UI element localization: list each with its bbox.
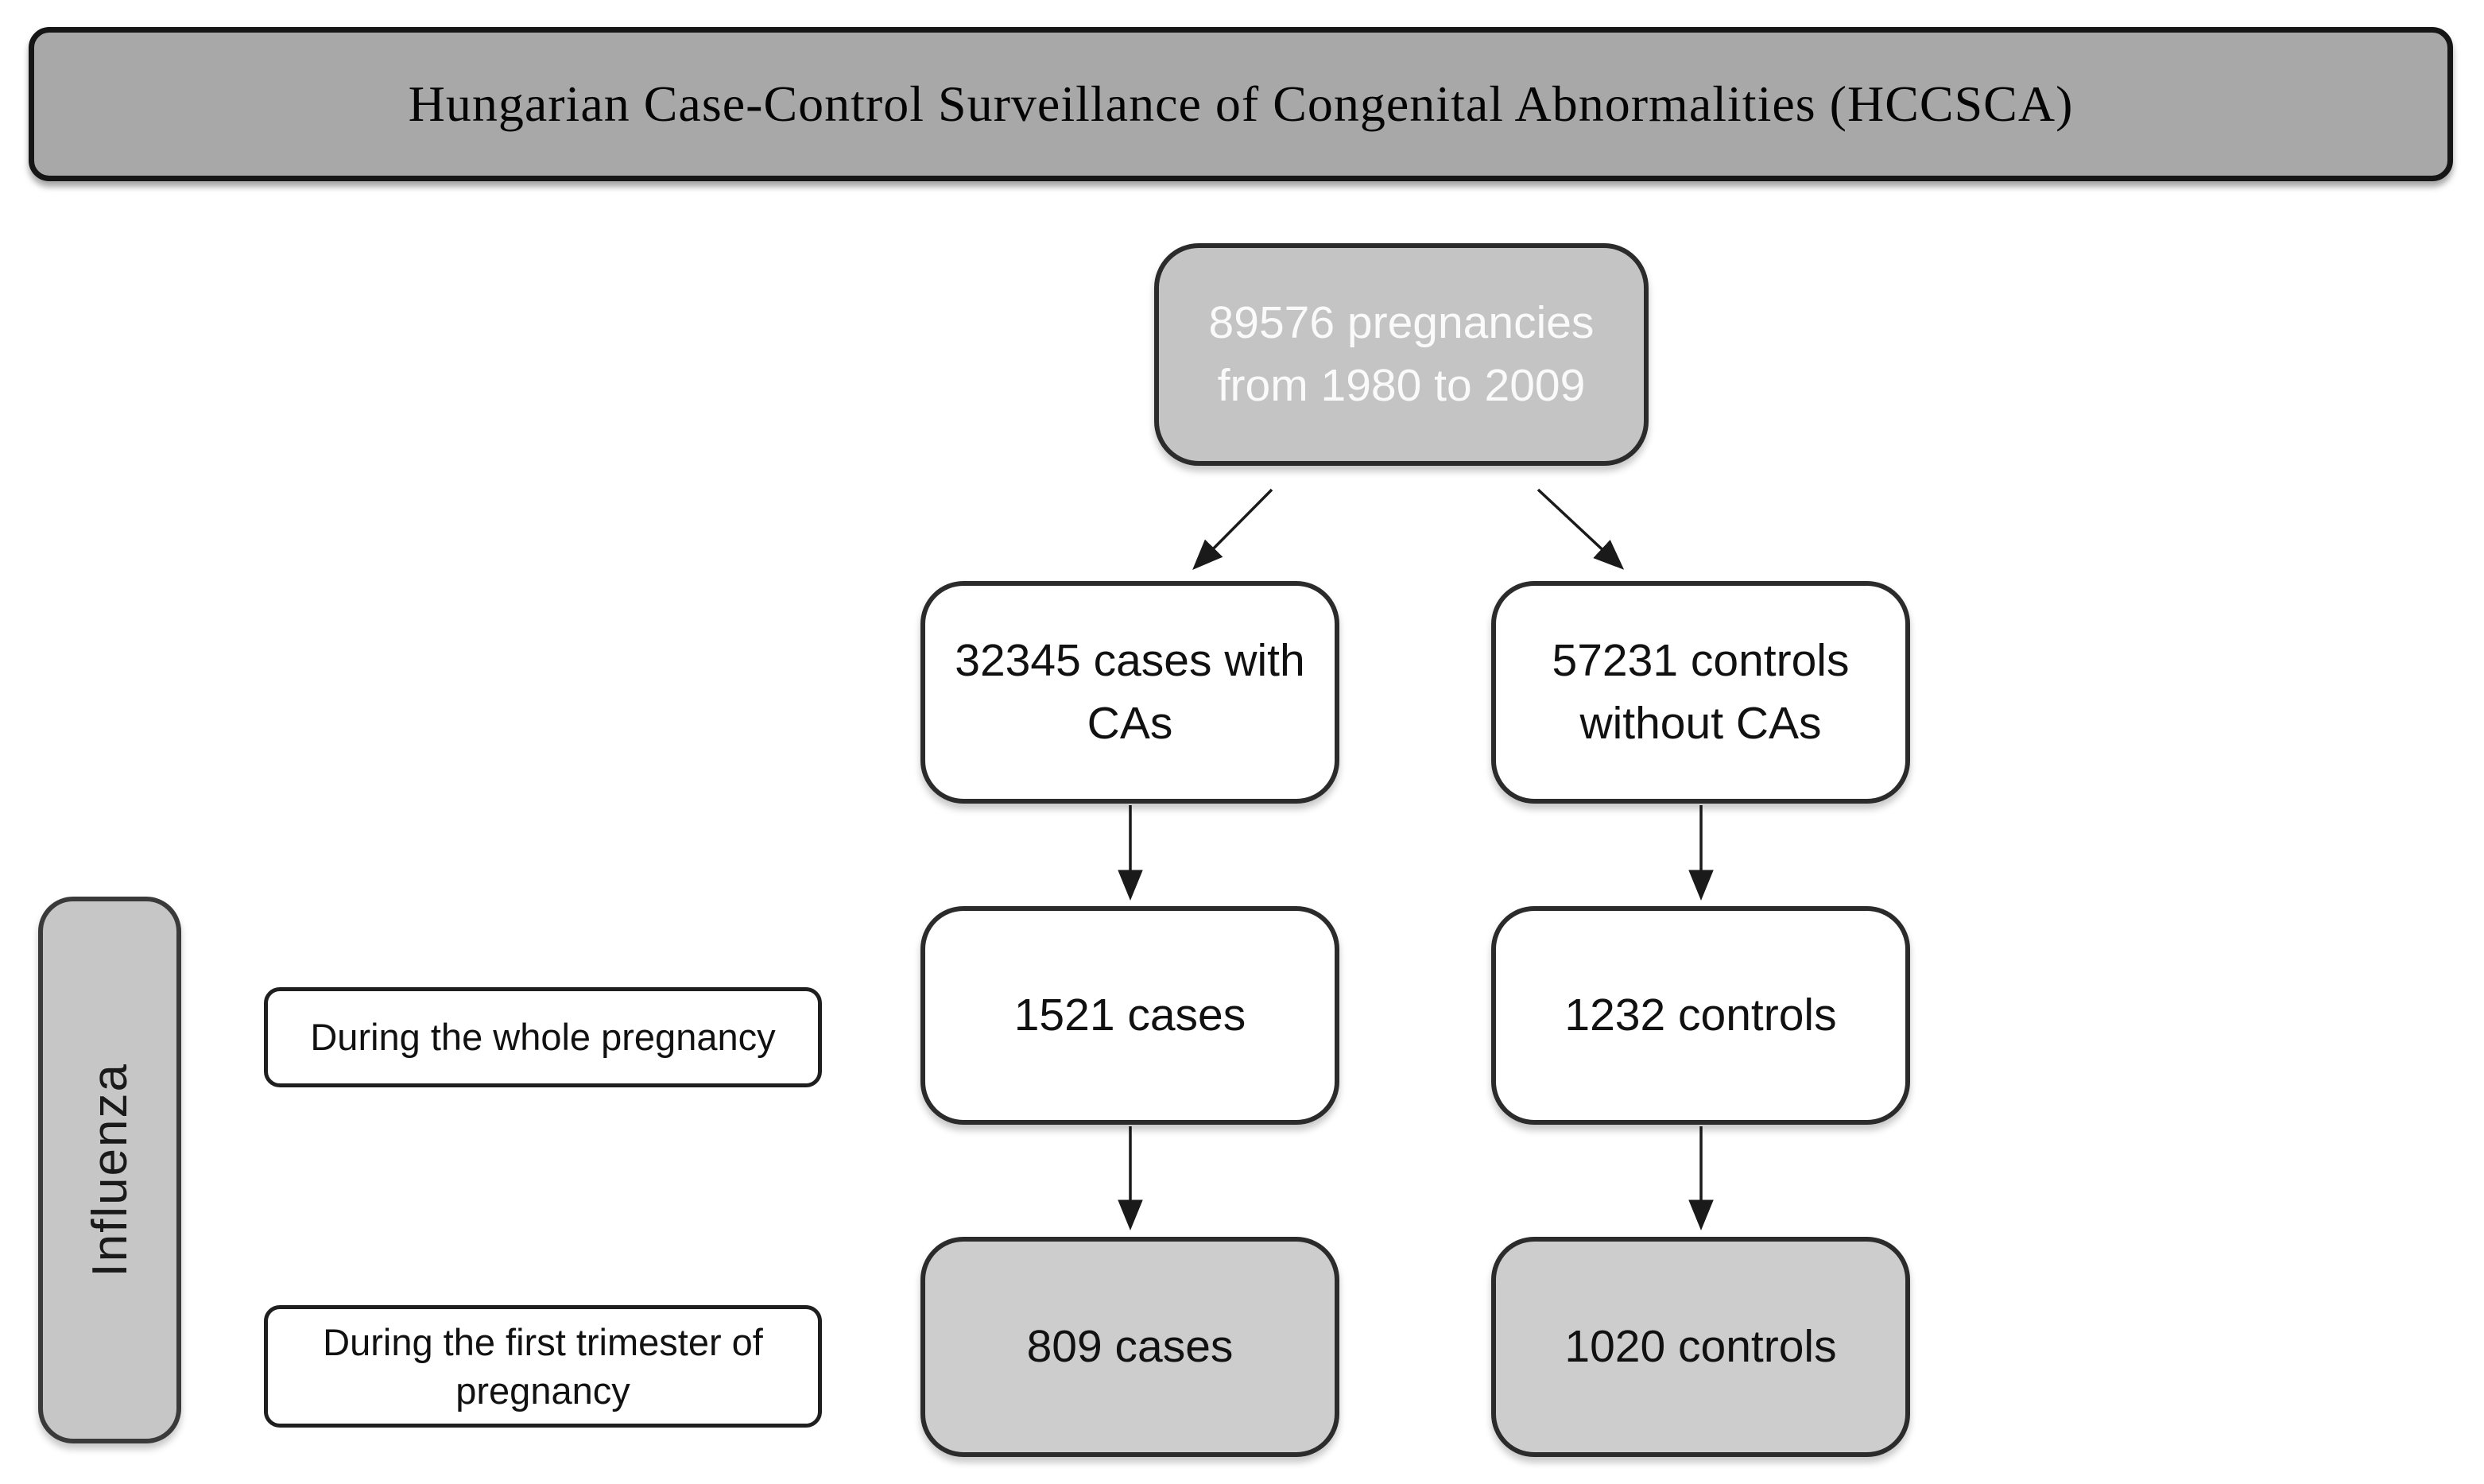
arrow-root-to-controls (1537, 488, 1625, 570)
node-whole-pregnancy-controls-text: 1232 controls (1564, 990, 1837, 1041)
node-total-pregnancies-line2: from 1980 to 2009 (1217, 360, 1586, 411)
node-first-trimester-cases-text: 809 cases (1026, 1321, 1234, 1373)
sidebar-category-label: Influenza (82, 1063, 138, 1277)
node-first-trimester-cases: 809 cases (920, 1237, 1339, 1457)
row-label-whole-pregnancy: During the whole pregnancy (264, 987, 822, 1087)
row-label-first-trimester-line2: pregnancy (455, 1370, 630, 1412)
node-cases-with-cas: 32345 cases with CAs (920, 581, 1339, 804)
node-first-trimester-controls: 1020 controls (1491, 1237, 1910, 1457)
node-whole-pregnancy-cases-text: 1521 cases (1013, 990, 1246, 1041)
node-controls-without-cas-line1: 57231 controls (1552, 635, 1850, 687)
row-label-first-trimester-line1: During the first trimester of (323, 1320, 763, 1363)
sidebar-category-box: Influenza (38, 897, 181, 1443)
node-controls-without-cas-line2: without CAs (1579, 698, 1822, 749)
node-controls-without-cas: 57231 controls without CAs (1491, 581, 1910, 804)
arrow-root-to-cases (1192, 488, 1273, 570)
node-first-trimester-controls-text: 1020 controls (1564, 1321, 1837, 1373)
node-cases-with-cas-line2: CAs (1087, 698, 1173, 749)
node-total-pregnancies-line1: 89576 pregnancies (1208, 297, 1595, 349)
node-cases-with-cas-line1: 32345 cases with (955, 635, 1305, 687)
row-label-whole-pregnancy-text: During the whole pregnancy (310, 1016, 776, 1059)
node-whole-pregnancy-cases: 1521 cases (920, 906, 1339, 1125)
title-banner-text: Hungarian Case-Control Surveillance of C… (408, 76, 2074, 132)
node-whole-pregnancy-controls: 1232 controls (1491, 906, 1910, 1125)
row-label-first-trimester: During the first trimester of pregnancy (264, 1305, 822, 1428)
node-total-pregnancies: 89576 pregnancies from 1980 to 2009 (1154, 243, 1649, 466)
title-banner: Hungarian Case-Control Surveillance of C… (29, 27, 2453, 181)
